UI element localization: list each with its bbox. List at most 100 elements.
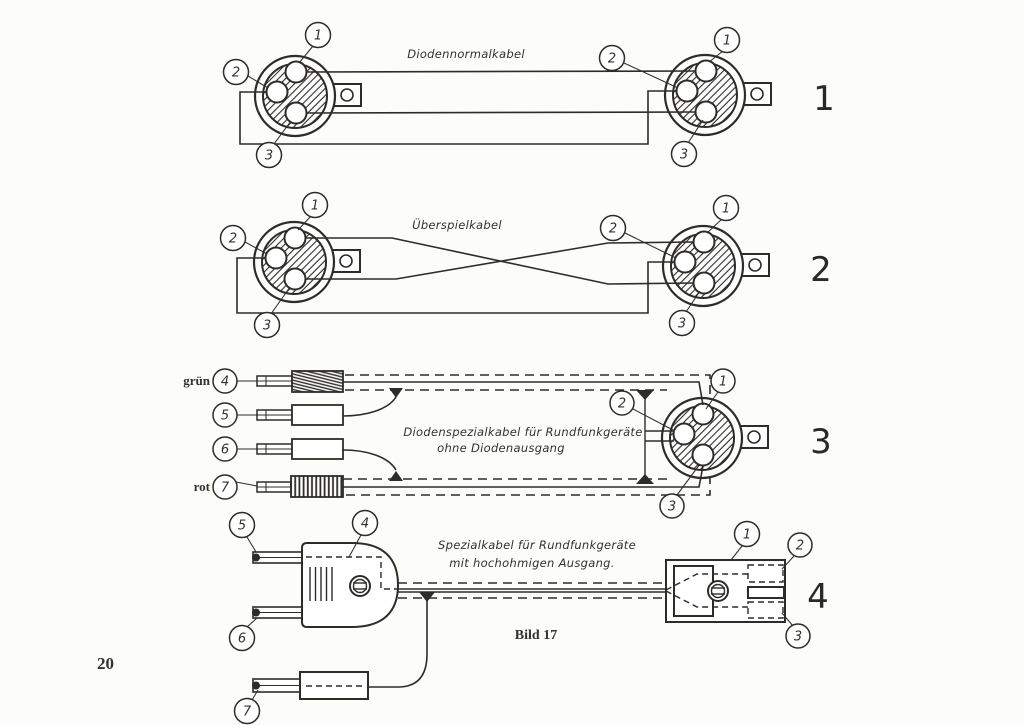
pointer-line (730, 545, 743, 561)
din-connector-2-right (661, 224, 771, 308)
pin-label-3r: 3 (668, 309, 696, 337)
pointer-line (298, 45, 314, 64)
pointer-line (708, 50, 724, 63)
svg-text:2: 2 (232, 66, 240, 81)
diagram-4-title-line2: mit hochohmigen Ausgang. (449, 556, 614, 570)
diagram-3-number: 3 (810, 422, 832, 462)
svg-text:1: 1 (723, 34, 731, 49)
pin-label-2r: 2 (598, 44, 626, 72)
svg-text:6: 6 (221, 443, 229, 458)
pin-label-1: 1 (301, 191, 329, 219)
contact-middle (747, 586, 785, 599)
internal-wire-bottom (665, 590, 748, 608)
pointer-line (247, 75, 269, 89)
prong-tip (252, 553, 260, 562)
pointer-line (297, 215, 312, 231)
din-connector-1-left (253, 54, 363, 138)
striped-body (290, 475, 344, 498)
svg-text:2: 2 (229, 232, 237, 247)
banana-plug-7-bottom (252, 671, 369, 700)
diagram-3-diodenspezialkabel: grün rot 4 5 6 7 1 2 (183, 368, 832, 519)
grip-ribs (309, 567, 333, 601)
pointer-line (632, 408, 674, 431)
svg-text:4: 4 (221, 375, 229, 390)
connector-label-2: 2 (787, 532, 813, 558)
pin-label-1: 1 (710, 368, 736, 394)
svg-text:1: 1 (719, 375, 727, 390)
svg-text:3: 3 (263, 319, 271, 334)
pointer-line (687, 119, 704, 144)
cable-lines (398, 582, 666, 599)
svg-text:2: 2 (796, 539, 804, 554)
wire-junction-triangle (419, 592, 435, 602)
prong-tip (252, 608, 260, 617)
svg-text:3: 3 (265, 149, 273, 164)
svg-text:1: 1 (743, 528, 751, 543)
banana-plug-6 (256, 438, 344, 460)
svg-text:1: 1 (314, 29, 322, 44)
pin-label-1r: 1 (713, 26, 741, 54)
pointer-line (781, 612, 794, 627)
pointer-line (244, 241, 268, 255)
pin-label-2r: 2 (599, 214, 627, 242)
shield-junction-triangle (636, 474, 654, 484)
connector-label-1: 1 (733, 520, 761, 548)
diagram-2-number: 2 (810, 250, 832, 290)
plug-label-5: 5 (212, 402, 238, 428)
branch-wire (368, 592, 435, 688)
banana-plug-7-red (256, 475, 344, 498)
plug-label-4: 4 (212, 368, 238, 394)
din-connector-2-left (252, 220, 362, 304)
wire-color-red-label: rot (194, 479, 211, 494)
flat-connector (665, 559, 786, 623)
molded-plug-body (252, 542, 400, 628)
diagram-2-ueberspielkabel: Überspielkabel 1 2 3 1 (219, 191, 832, 339)
connector-label-3: 3 (785, 623, 811, 649)
prong-label-5: 5 (228, 511, 256, 539)
pointer-line (246, 536, 257, 553)
pin-label-1: 1 (304, 21, 332, 49)
pointer-line (705, 391, 719, 410)
pin-label-3r: 3 (670, 140, 698, 168)
diagram-4-title-line1: Spezialkabel für Rundfunkgeräte (438, 538, 636, 552)
pointer-line (623, 62, 679, 89)
din-connector-1-right (663, 53, 773, 137)
pointer-line (273, 120, 292, 145)
screw-icon (707, 580, 729, 602)
svg-text:3: 3 (794, 630, 802, 645)
svg-text:4: 4 (361, 517, 369, 532)
svg-text:3: 3 (678, 317, 686, 332)
diagram-1-wires (239, 70, 697, 145)
pin-label-2: 2 (219, 224, 247, 252)
knurled-body (291, 370, 344, 393)
pin-label-1r: 1 (712, 194, 740, 222)
figure-caption: Bild 17 (515, 628, 557, 643)
plug-body-label-4: 4 (351, 509, 379, 537)
wire-junction-triangle (389, 388, 403, 398)
svg-text:7: 7 (243, 705, 252, 720)
banana-plug-5 (256, 404, 344, 426)
pointer-line (235, 481, 258, 487)
svg-text:1: 1 (722, 202, 730, 217)
diagram-3-wires (342, 381, 704, 488)
diagram-3-title-line2: ohne Diodenausgang (437, 441, 565, 455)
contact-bottom (747, 601, 784, 619)
din-connector-3-right (660, 396, 770, 480)
svg-text:3: 3 (668, 500, 676, 515)
pointer-line (624, 232, 677, 259)
screw-icon (349, 575, 371, 597)
page-number: 20 (97, 654, 114, 673)
svg-text:7: 7 (221, 481, 230, 496)
svg-text:1: 1 (311, 199, 319, 214)
contact-top (747, 564, 784, 583)
wire-junction-triangle (389, 471, 403, 481)
svg-text:5: 5 (238, 519, 246, 534)
plug-label-6: 6 (212, 436, 238, 462)
diagram-2-wires (236, 237, 695, 314)
pointer-line (251, 689, 259, 701)
internal-wire-top (665, 573, 748, 591)
svg-text:6: 6 (238, 632, 246, 647)
pin-label-3: 3 (659, 493, 685, 519)
pin-label-2: 2 (609, 390, 635, 416)
